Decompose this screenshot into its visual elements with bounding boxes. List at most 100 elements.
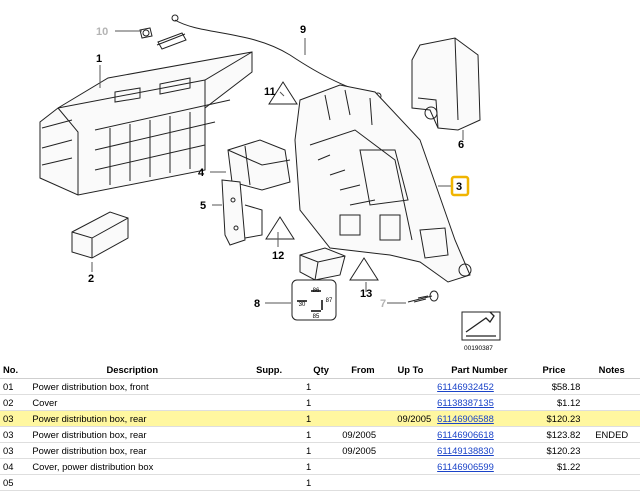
part-8-relay[interactable] (291, 247, 346, 321)
callout-12[interactable]: 12 (272, 250, 284, 262)
part-10-nut[interactable] (139, 27, 153, 39)
image-code: 00190387 (464, 345, 493, 352)
part-number-link[interactable]: 61138387135 (437, 397, 494, 408)
col-header-no: No. (0, 361, 30, 379)
callout-9[interactable]: 9 (300, 24, 306, 36)
row-description: Power distribution box, rear (29, 410, 236, 427)
table-row[interactable]: 04 Cover, power distribution box 1 61146… (0, 458, 640, 475)
row-price (524, 474, 584, 491)
callout-8[interactable]: 8 (254, 298, 260, 310)
part-number-link[interactable]: 61146906599 (437, 461, 494, 472)
table-row[interactable]: 03 Power distribution box, rear 1 09/200… (0, 426, 640, 443)
callout-11[interactable]: 11 (264, 86, 276, 98)
row-from (339, 474, 387, 491)
row-description: Power distribution box, front (29, 378, 236, 395)
relay-pin-icons (297, 290, 323, 312)
callout-5[interactable]: 5 (200, 200, 206, 212)
col-header-notes: Notes (583, 361, 640, 379)
row-notes (583, 442, 640, 459)
row-up-to (386, 442, 435, 459)
relay-pin-label: 87 (326, 298, 333, 304)
row-supp (235, 410, 304, 427)
row-notes (583, 458, 640, 475)
row-no: 05 (0, 474, 30, 491)
part-5-bracket[interactable] (221, 179, 263, 246)
callout-10[interactable]: 10 (96, 26, 108, 38)
parts-table: No. Description Supp. Qty From Up To Par… (0, 361, 640, 491)
callout-7[interactable]: 7 (380, 298, 386, 310)
row-from (339, 378, 387, 395)
row-qty: 1 (303, 474, 340, 491)
row-up-to (386, 394, 435, 411)
col-header-part-number: Part Number (434, 361, 525, 379)
row-description: Cover (29, 394, 236, 411)
part-3-rear-distribution-box[interactable] (294, 84, 472, 283)
row-notes (583, 474, 640, 491)
row-up-to: 09/2005 (386, 410, 435, 427)
col-header-supp: Supp. (235, 361, 304, 379)
row-qty: 1 (303, 442, 340, 459)
selected-callout-highlight (450, 175, 470, 197)
row-no: 03 (0, 410, 30, 427)
row-supp (235, 442, 304, 459)
row-qty: 1 (303, 378, 340, 395)
row-supp (235, 394, 304, 411)
row-price: $123.82 (524, 426, 584, 443)
table-header-row: No. Description Supp. Qty From Up To Par… (0, 361, 640, 379)
callout-2[interactable]: 2 (88, 273, 94, 285)
part-number-link[interactable]: 61146932452 (437, 381, 494, 392)
part-number-link[interactable]: 61146906588 (437, 413, 494, 424)
row-no: 04 (0, 458, 30, 475)
table-row[interactable]: 01 Power distribution box, front 1 61146… (0, 378, 640, 395)
row-price: $1.22 (524, 458, 584, 475)
row-up-to (386, 474, 435, 491)
image-code-icon (461, 311, 501, 341)
row-qty: 1 (303, 458, 340, 475)
row-description: Cover, power distribution box (29, 458, 236, 475)
part-7-screw[interactable] (407, 290, 439, 303)
part-1-front-distribution-box[interactable] (39, 51, 253, 196)
row-notes (583, 410, 640, 427)
row-from: 09/2005 (339, 442, 387, 459)
part-4-cover[interactable] (227, 139, 291, 191)
row-price: $120.23 (524, 410, 584, 427)
row-up-to (386, 378, 435, 395)
table-row[interactable]: 02 Cover 1 61138387135 $1.12 (0, 394, 640, 411)
row-up-to (386, 426, 435, 443)
part-6-rear-cover[interactable] (411, 37, 481, 131)
callout-1[interactable]: 1 (96, 53, 102, 65)
callout-4[interactable]: 4 (198, 167, 205, 179)
callout-3[interactable]: 3 (456, 181, 462, 193)
col-header-up-to: Up To (386, 361, 435, 379)
row-supp (235, 474, 304, 491)
row-from: 09/2005 (339, 426, 387, 443)
callout-13[interactable]: 13 (360, 288, 372, 300)
row-notes: ENDED (583, 426, 640, 443)
row-no: 02 (0, 394, 30, 411)
col-header-description: Description (29, 361, 236, 379)
part-number-link[interactable]: 61146906618 (437, 429, 494, 440)
row-supp (235, 378, 304, 395)
callout-6[interactable]: 6 (458, 139, 464, 151)
row-no: 01 (0, 378, 30, 395)
row-no: 03 (0, 442, 30, 459)
col-header-from: From (339, 361, 387, 379)
part-2-cover[interactable] (71, 211, 129, 259)
table-row[interactable]: 03 Power distribution box, rear 1 09/200… (0, 442, 640, 459)
row-qty: 1 (303, 426, 340, 443)
table-row-selected[interactable]: 03 Power distribution box, rear 1 09/200… (0, 410, 640, 427)
row-from (339, 410, 387, 427)
part-number-link[interactable]: 61149138830 (437, 445, 494, 456)
row-description: Power distribution box, rear (29, 442, 236, 459)
row-supp (235, 426, 304, 443)
row-description (29, 474, 236, 491)
warning-triangle-icon (265, 81, 379, 281)
col-header-price: Price (524, 361, 584, 379)
row-notes (583, 394, 640, 411)
relay-pin-label: 85 (313, 314, 320, 320)
row-qty: 1 (303, 394, 340, 411)
row-no: 03 (0, 426, 30, 443)
relay-pin-label: 30 (299, 302, 306, 308)
col-header-qty: Qty (303, 361, 340, 379)
table-row[interactable]: 05 1 (0, 474, 640, 491)
